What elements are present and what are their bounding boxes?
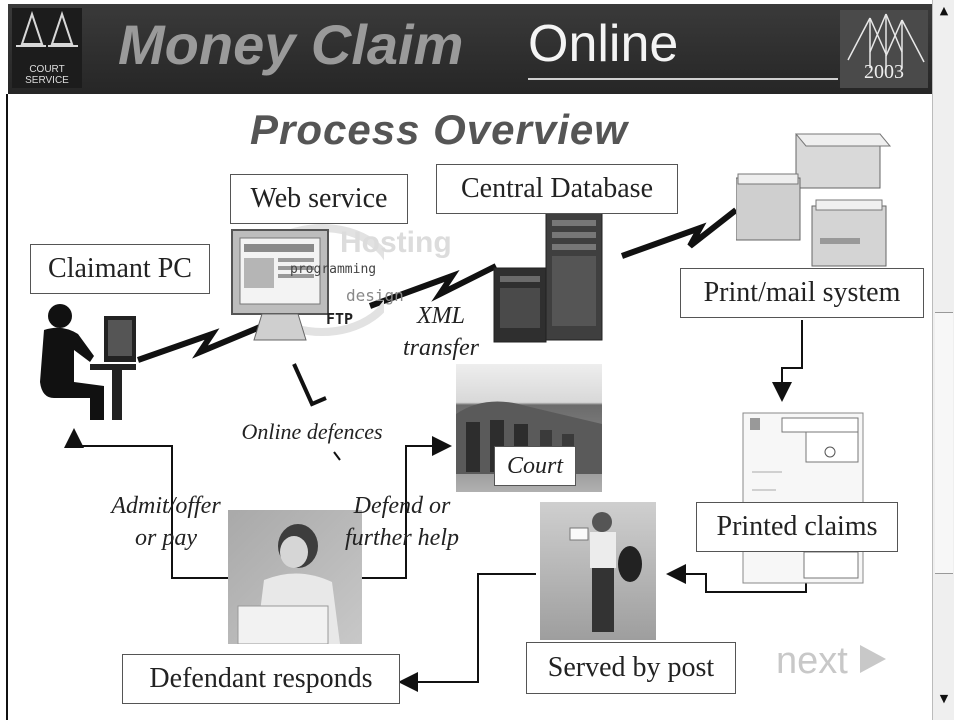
arrow-defend-to-court bbox=[362, 436, 452, 579]
printers-image bbox=[736, 133, 892, 267]
label-transfer: transfer bbox=[402, 335, 479, 361]
node-printed-claims: Printed claims bbox=[696, 502, 898, 552]
node-court: Court bbox=[494, 446, 576, 486]
badge-year: 2003 bbox=[864, 61, 904, 83]
ftp-label: FTP bbox=[326, 310, 354, 328]
online-defences-tick bbox=[333, 451, 341, 461]
scales-icon bbox=[16, 10, 78, 47]
node-served-by-post: Served by post bbox=[526, 642, 736, 694]
printed-claim-form-image bbox=[742, 412, 864, 584]
label-online-defences: Online defences bbox=[241, 419, 383, 444]
scroll-down-button[interactable]: ▼ bbox=[933, 690, 954, 708]
title-underline bbox=[528, 78, 838, 80]
database-server-image bbox=[493, 211, 603, 343]
node-print-mail-system: Print/mail system bbox=[680, 268, 924, 318]
watermark-design: design bbox=[346, 286, 404, 305]
claimant-silhouette-image bbox=[40, 304, 136, 420]
label-further-help: further help bbox=[345, 525, 459, 551]
web-monitor-image bbox=[231, 224, 384, 341]
node-claimant-pc: Claimant PC bbox=[30, 244, 210, 294]
next-label: next bbox=[776, 640, 848, 682]
court-service-logo: COURT SERVICE bbox=[12, 8, 82, 88]
label-or-pay: or pay bbox=[135, 525, 197, 551]
label-xml: XML bbox=[417, 303, 465, 329]
page-heading: Process Overview bbox=[250, 106, 628, 153]
logo-text: COURT SERVICE bbox=[25, 64, 69, 86]
link-claimant-web bbox=[137, 319, 274, 363]
arrow-print-to-claims bbox=[772, 320, 803, 402]
scroll-thumb[interactable] bbox=[935, 312, 953, 574]
postman-photo-image bbox=[540, 502, 656, 640]
scroll-up-button[interactable]: ▲ bbox=[933, 2, 954, 20]
watermark-programming: programming bbox=[290, 262, 377, 277]
title-money-claim: Money Claim bbox=[118, 13, 464, 76]
link-online-defences bbox=[292, 363, 327, 407]
label-admit-offer: Admit/offer bbox=[111, 493, 221, 519]
defendant-photo-image bbox=[228, 510, 362, 644]
arrow-claims-to-post bbox=[666, 564, 807, 593]
link-web-database bbox=[368, 263, 498, 309]
title-online: Online bbox=[528, 15, 679, 73]
year-badge: 2003 bbox=[840, 10, 928, 88]
label-defend-or: Defend or bbox=[353, 493, 451, 519]
arrow-post-to-defendant bbox=[398, 573, 536, 692]
slide-left-border bbox=[6, 94, 8, 720]
header-banner: COURT SERVICE Money Claim Online 2003 bbox=[8, 4, 932, 94]
next-button[interactable]: next bbox=[776, 640, 888, 683]
watermark-hosting: Hosting bbox=[340, 226, 452, 259]
node-web-service: Web service bbox=[230, 174, 408, 224]
node-central-database: Central Database bbox=[436, 164, 678, 214]
triangle-right-icon bbox=[860, 645, 887, 673]
node-defendant-responds: Defendant responds bbox=[122, 654, 400, 704]
link-database-printers bbox=[620, 207, 738, 259]
arrow-up-icon: ▲ bbox=[939, 4, 949, 17]
bridge-icon bbox=[847, 13, 925, 68]
arrow-admit-to-claimant bbox=[64, 428, 228, 579]
arrow-down-icon: ▼ bbox=[939, 692, 949, 705]
vertical-scrollbar[interactable]: ▲ ▼ bbox=[932, 0, 954, 720]
diagram-connectors bbox=[64, 207, 807, 692]
